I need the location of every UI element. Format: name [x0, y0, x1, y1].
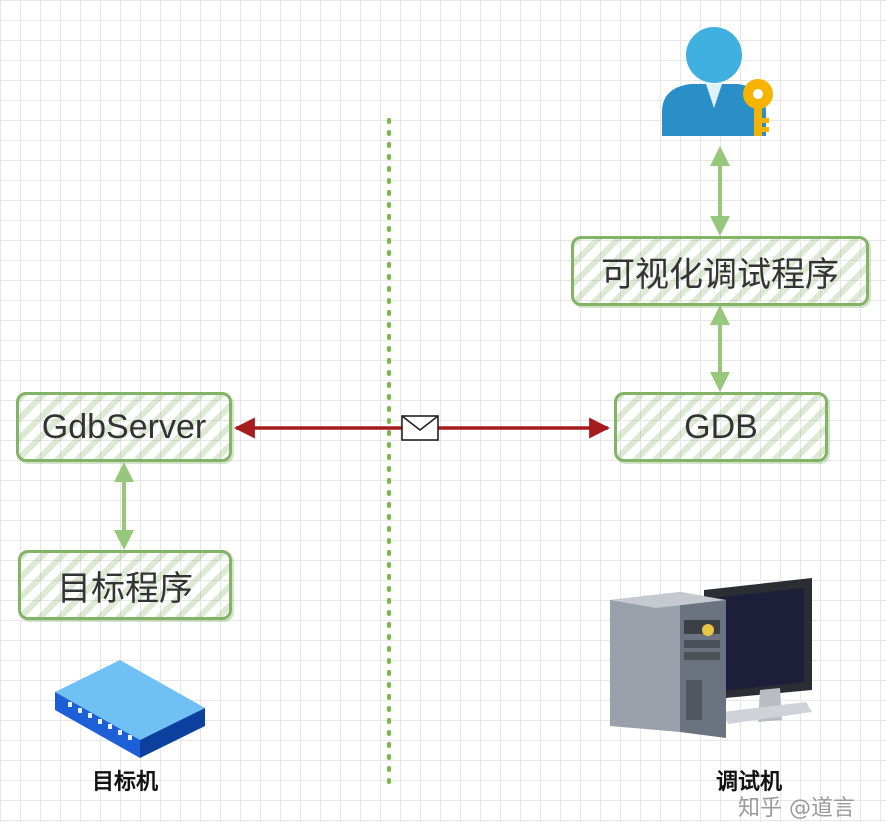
- target-program-node: 目标程序: [18, 550, 232, 620]
- watermark: 知乎 @道言: [738, 796, 855, 821]
- visual-debugger-label: 可视化调试程序: [601, 255, 839, 294]
- envelope-icon: [401, 415, 439, 441]
- gdb-label: GDB: [684, 407, 758, 446]
- gdbserver-node: GdbServer: [16, 392, 232, 462]
- target-program-label: 目标程序: [57, 569, 193, 608]
- gdbserver-label: GdbServer: [41, 407, 207, 446]
- visual-debugger-node: 可视化调试程序: [571, 236, 869, 306]
- target-machine-caption: 目标机: [92, 770, 159, 795]
- desktop-computer-icon: [610, 578, 812, 738]
- debug-machine-caption: 调试机: [716, 770, 783, 795]
- router-icon: [55, 660, 205, 758]
- user-key-icon: [662, 27, 773, 136]
- gdb-node: GDB: [614, 392, 828, 462]
